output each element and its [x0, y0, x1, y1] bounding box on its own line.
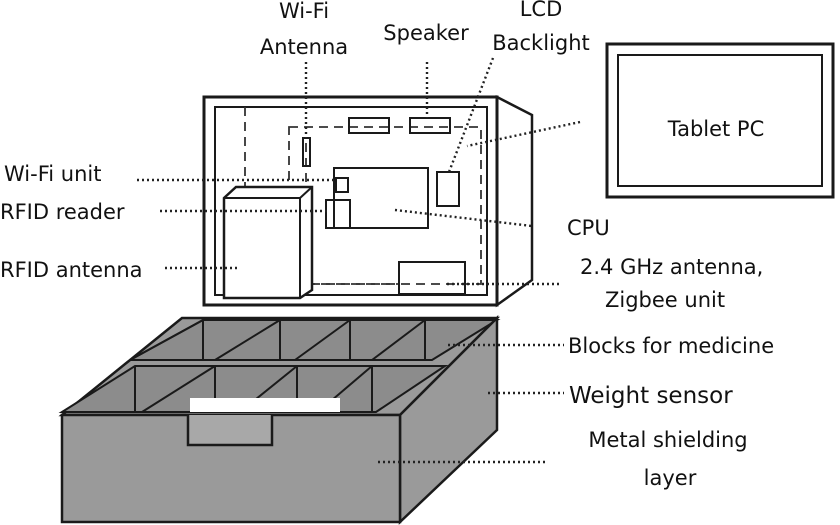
zigbee-module-part	[398, 261, 466, 295]
label-zigbee-line1: 2.4 GHz antenna,	[580, 255, 763, 279]
label-blocks-for-medicine: Blocks for medicine	[568, 334, 774, 358]
label-lcd-backlight-line1: LCD	[520, 0, 563, 21]
label-wifi-antenna-line1: Wi-Fi	[279, 0, 329, 23]
lcd-backlight-part	[436, 171, 460, 207]
label-tablet-pc: Tablet PC	[667, 117, 765, 141]
medicine-tray	[58, 316, 501, 417]
label-weight-sensor: Weight sensor	[569, 383, 733, 409]
label-speaker: Speaker	[383, 21, 469, 45]
leader-lines	[137, 57, 581, 464]
label-wifi-unit: Wi-Fi unit	[4, 162, 101, 186]
label-zigbee-line2: Zigbee unit	[605, 288, 725, 312]
label-rfid-reader: RFID reader	[0, 200, 125, 224]
tablet-pc	[605, 42, 835, 199]
box-lid	[202, 94, 534, 308]
label-lcd-backlight-line2: Backlight	[492, 31, 590, 55]
label-metal-shielding-line1: Metal shielding	[588, 428, 747, 452]
label-metal-shielding-line2: layer	[644, 466, 697, 490]
cpu-board	[333, 167, 429, 229]
wifi-unit-part	[335, 177, 349, 193]
labels: Wi-Fi Antenna Speaker LCD Backlight Tabl…	[0, 0, 774, 490]
front-handle-cutout	[186, 415, 274, 447]
speaker-right	[409, 117, 451, 134]
speaker-left	[348, 117, 390, 134]
rfid-antenna-part	[222, 185, 314, 300]
label-rfid-antenna: RFID antenna	[0, 258, 143, 282]
label-wifi-antenna-line2: Antenna	[260, 35, 348, 59]
box-body	[60, 314, 499, 525]
rfid-reader-part	[325, 199, 351, 229]
label-cpu: CPU	[567, 216, 610, 240]
